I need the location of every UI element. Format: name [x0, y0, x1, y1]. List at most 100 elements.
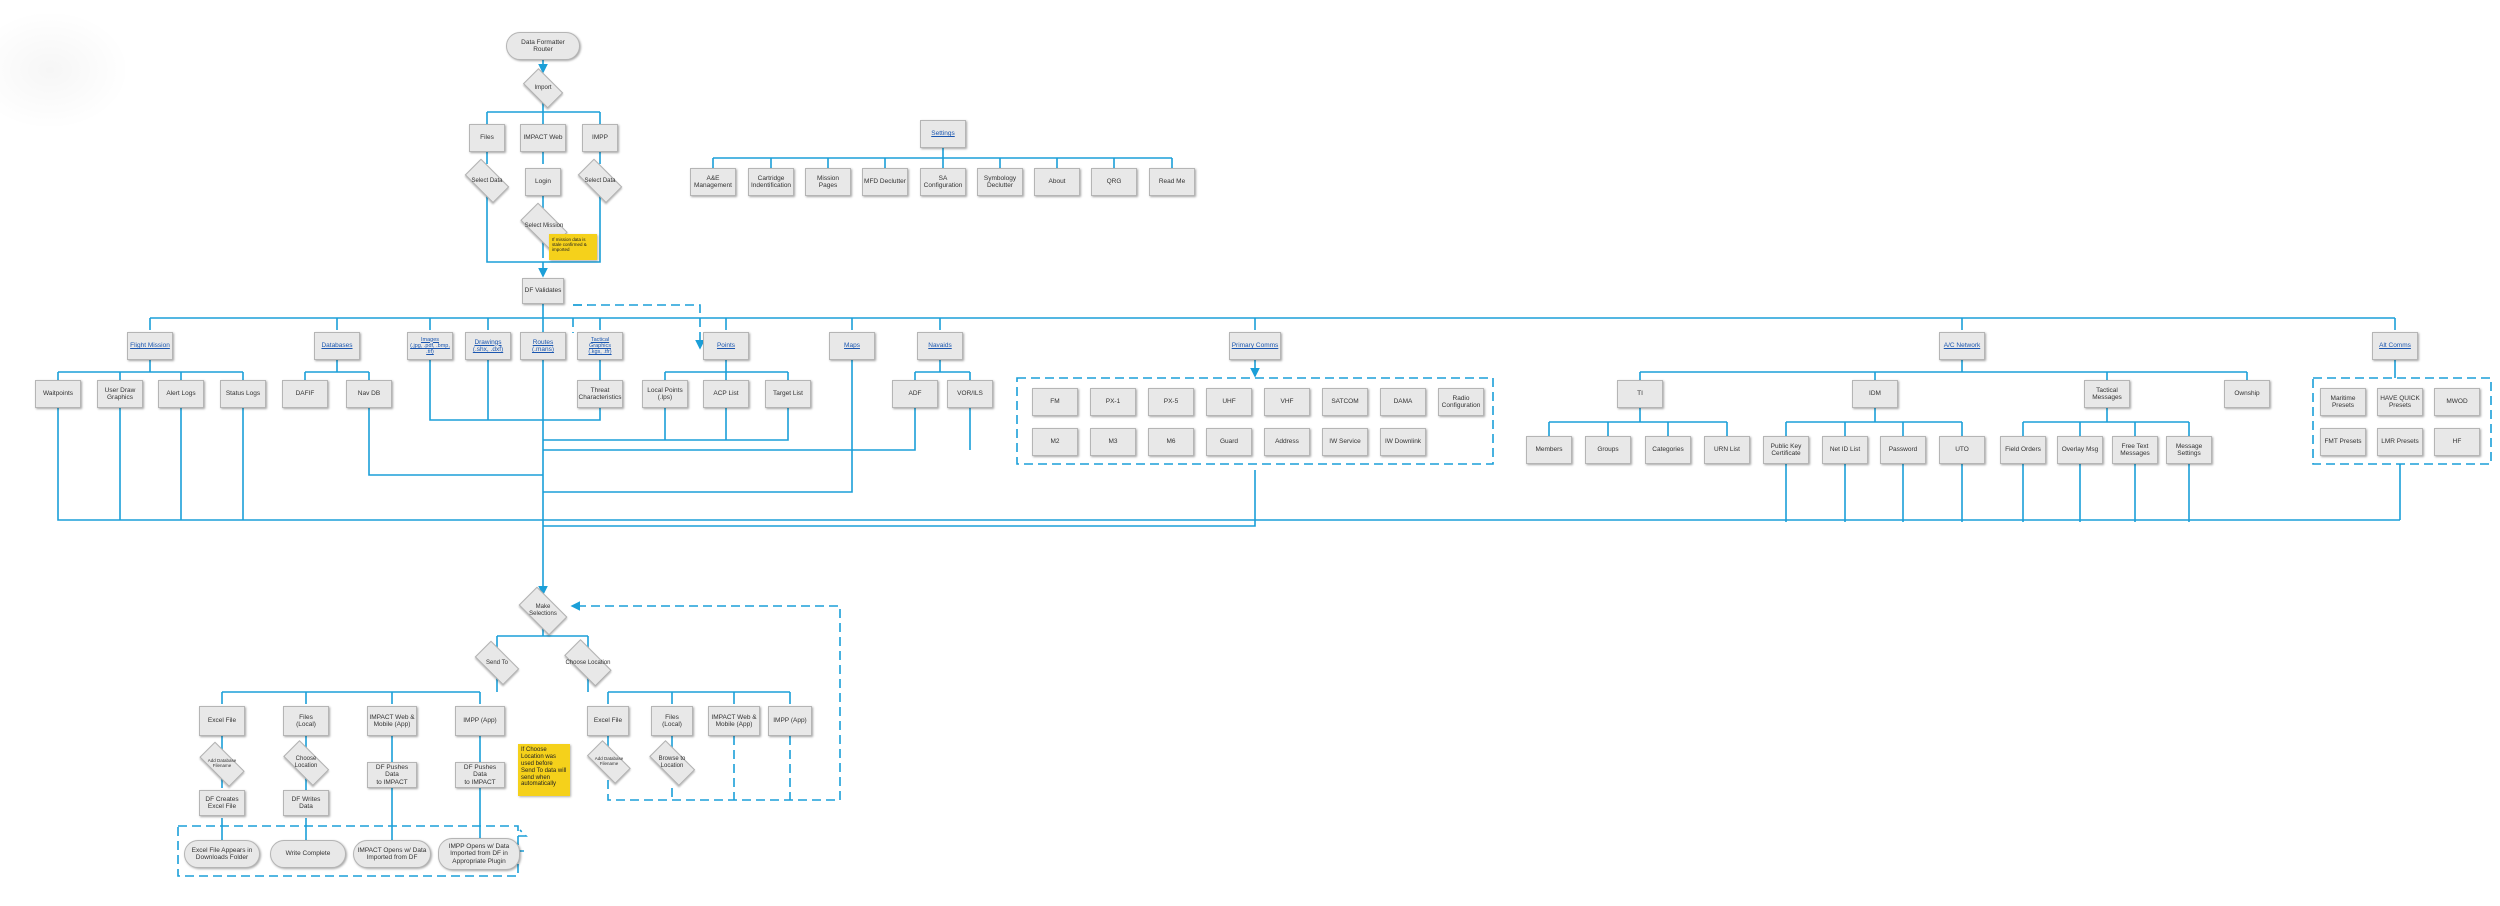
primary-comms-fm: FM — [1032, 388, 1078, 416]
ti-node: TI — [1617, 380, 1663, 408]
add-database-filename-right-label: Add Database Filename — [594, 756, 624, 766]
adf-node: ADF — [892, 380, 938, 408]
primary-comms-guard: Guard — [1206, 428, 1252, 456]
threat-characteristics-node: Threat Characteristics — [577, 380, 623, 408]
drawings-node[interactable]: Drawings (.shx, .dxf) — [465, 332, 511, 360]
mwod-node: MWOD — [2434, 388, 2480, 416]
settings-node[interactable]: Settings — [920, 120, 966, 148]
select-data-left-decision: Select Data — [460, 166, 514, 196]
send-impact-web-mobile-node: IMPACT Web & Mobile (App) — [367, 706, 417, 736]
send-excel-file-node: Excel File — [199, 706, 245, 736]
primary-comms-radio-configuration: Radio Configuration — [1438, 388, 1484, 416]
make-selections-decision: Make Selections — [514, 594, 572, 628]
primary-comms-iw-service: IW Service — [1322, 428, 1368, 456]
impact-web-node: IMPACT Web — [520, 124, 566, 152]
excel-file-appears-terminal: Excel File Appears in Downloads Folder — [184, 840, 260, 868]
primary-comms-iw-downlink: IW Downlink — [1380, 428, 1426, 456]
maps-node[interactable]: Maps — [829, 332, 875, 360]
settings-item-sa-configuration: SA Configuration — [920, 168, 966, 196]
free-text-messages-node: Free Text Messages — [2112, 436, 2158, 464]
ac-network-node[interactable]: A/C Network — [1939, 332, 1985, 360]
alt-comms-node[interactable]: Alt Comms — [2372, 332, 2418, 360]
add-database-filename-right-decision: Add Database Filename — [582, 748, 636, 776]
navaids-node[interactable]: Navaids — [917, 332, 963, 360]
user-draw-graphics-node: User Draw Graphics — [97, 380, 143, 408]
login-node: Login — [525, 168, 561, 196]
ownship-node: Ownship — [2224, 380, 2270, 408]
tactical-messages-node: Tactical Messages — [2084, 380, 2130, 408]
settings-item-read-me: Read Me — [1149, 168, 1195, 196]
choose-location-label: Choose Location — [565, 659, 611, 666]
choose-location-left-decision: Choose Location — [278, 748, 334, 778]
send-files-local-node: Files (Local) — [283, 706, 329, 736]
browse-to-location-label: Browse to Location — [658, 756, 686, 769]
idm-node: IDM — [1852, 380, 1898, 408]
primary-comms-m3: M3 — [1090, 428, 1136, 456]
field-orders-node: Field Orders — [2000, 436, 2046, 464]
primary-comms-px5: PX-5 — [1148, 388, 1194, 416]
select-data-right-decision: Select Data — [573, 166, 627, 196]
settings-item-mission-pages: Mission Pages — [805, 168, 851, 196]
send-impp-app-node: IMPP (App) — [455, 706, 505, 736]
idm-password-node: Password — [1880, 436, 1926, 464]
df-pushes-data-1-node: DF Pushes Data to IMPACT — [367, 762, 417, 788]
files-node: Files — [469, 124, 505, 152]
ti-categories-node: Categories — [1645, 436, 1691, 464]
dafif-node: DAFIF — [282, 380, 328, 408]
data-formatter-router-node: Data Formatter Router — [506, 32, 580, 60]
target-list-node: Target List — [765, 380, 811, 408]
ti-members-node: Members — [1526, 436, 1572, 464]
add-database-filename-left-label: Add Database Filename — [207, 758, 237, 768]
choose-excel-file-node: Excel File — [587, 706, 629, 736]
primary-comms-m6: M6 — [1148, 428, 1194, 456]
idm-public-key-node: Public Key Certificate — [1763, 436, 1809, 464]
df-validates-node: DF Validates — [522, 278, 564, 304]
df-writes-data-node: DF Writes Data — [283, 790, 329, 816]
primary-comms-px1: PX-1 — [1090, 388, 1136, 416]
alert-logs-node: Alert Logs — [158, 380, 204, 408]
mission-note: If mission data is stale confirmed & imp… — [549, 234, 597, 260]
choose-location-left-label: Choose Location — [294, 756, 318, 769]
tactical-graphics-node[interactable]: Tactical Graphics (.kgs, .tfr) — [577, 332, 623, 360]
databases-node[interactable]: Databases — [314, 332, 360, 360]
status-logs-node: Status Logs — [220, 380, 266, 408]
routes-node[interactable]: Routes (.mans) — [520, 332, 566, 360]
select-data-right-label: Select Data — [584, 177, 616, 184]
acp-list-node: ACP List — [703, 380, 749, 408]
maritime-presets-node: Maritime Presets — [2320, 388, 2366, 416]
settings-item-cartridge-identification: Cartridge Indentification — [748, 168, 794, 196]
waitpoints-node: Waitpoints — [35, 380, 81, 408]
primary-comms-satcom: SATCOM — [1322, 388, 1368, 416]
primary-comms-node[interactable]: Primary Comms — [1229, 332, 1281, 360]
send-to-label: Send To — [486, 659, 508, 666]
local-points-node: Local Points (.lps) — [642, 380, 688, 408]
settings-item-mfd-declutter: MFD Declutter — [862, 168, 908, 196]
lmr-presets-node: LMR Presets — [2377, 428, 2423, 456]
settings-item-qrg: QRG — [1091, 168, 1137, 196]
browse-to-location-decision: Browse to Location — [644, 748, 700, 778]
ti-groups-node: Groups — [1585, 436, 1631, 464]
flight-mission-node[interactable]: Flight Mission — [127, 332, 173, 360]
settings-item-symbology-declutter: Symbology Declutter — [977, 168, 1023, 196]
df-creates-excel-file-node: DF Creates Excel File — [199, 790, 245, 816]
impp-node: IMPP — [582, 124, 618, 152]
select-data-left-label: Select Data — [471, 177, 503, 184]
choose-impp-app-node: IMPP (App) — [768, 706, 812, 736]
ti-urn-list-node: URN List — [1704, 436, 1750, 464]
primary-comms-m2: M2 — [1032, 428, 1078, 456]
primary-comms-address: Address — [1264, 428, 1310, 456]
nav-db-node: Nav DB — [346, 380, 392, 408]
import-decision: Import — [520, 74, 566, 102]
select-mission-label: Select Mission — [524, 222, 564, 229]
impp-opens-terminal: IMPP Opens w/ Data Imported from DF in A… — [438, 838, 520, 870]
primary-comms-vhf: VHF — [1264, 388, 1310, 416]
hf-node: HF — [2434, 428, 2480, 456]
choose-impact-web-mobile-node: IMPACT Web & Mobile (App) — [708, 706, 760, 736]
fmt-presets-node: FMT Presets — [2320, 428, 2366, 456]
images-node[interactable]: Images (.jpg, .pdf, .bmp, .tif) — [407, 332, 453, 360]
message-settings-node: Message Settings — [2166, 436, 2212, 464]
make-selections-label: Make Selections — [529, 604, 557, 617]
idm-uto-node: UTO — [1939, 436, 1985, 464]
points-node[interactable]: Points — [703, 332, 749, 360]
